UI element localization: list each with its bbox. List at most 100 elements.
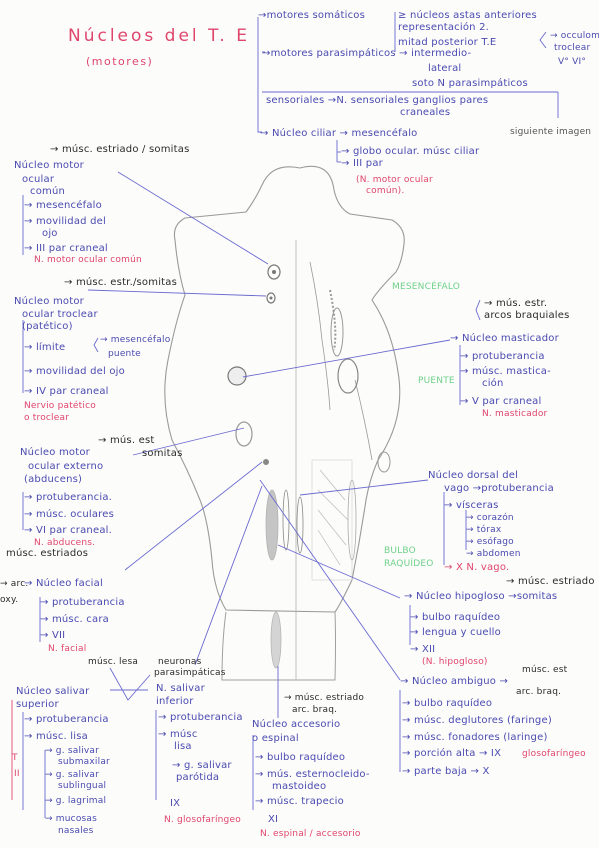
salsup-side-3: T — [12, 753, 18, 763]
tract-line — [309, 261, 331, 411]
n4-a: → límite — [24, 342, 66, 353]
n5-b1: → músc. mastica- — [460, 366, 551, 377]
overview-somatic-b: representación 2. — [398, 22, 490, 33]
ciliar-nerve-2: común). — [366, 186, 405, 196]
n12-header: → Núcleo hipogloso →somitas — [404, 591, 558, 602]
n12-a: → bulbo raquídeo — [410, 612, 501, 623]
salsup-a: → protuberancia — [24, 714, 109, 725]
facial-nucleus — [263, 459, 269, 465]
region-bulbo: BULBO — [384, 546, 416, 556]
dorsal-vagal-nucleus — [282, 489, 290, 551]
n6-h1: Núcleo motor — [20, 447, 90, 458]
vago-a1: → corazón — [466, 513, 514, 523]
espinal-b1: → mús. esternocleido- — [255, 769, 370, 780]
region-puente: PUENTE — [418, 376, 455, 386]
spinal-cord-outline — [221, 611, 336, 681]
ambiguo-header: → Núcleo ambiguo → — [400, 676, 509, 687]
salinf-top-1: neuronas — [158, 657, 202, 667]
page-title: Núcleos del T. E — [68, 26, 250, 46]
overview-somatic-f: V° VI° — [558, 57, 587, 67]
overview-somatic: →motores somáticos — [258, 10, 366, 21]
espinal-d: XI — [268, 814, 279, 825]
n12-c: → XII — [410, 644, 436, 655]
abducens-nucleus — [235, 421, 253, 447]
salsup-b1: → g. salivar — [45, 746, 99, 756]
overview-somatic-a: ≥ núcleos astas anteriores — [398, 10, 537, 21]
n6-top-2: somitas — [142, 448, 183, 459]
espinal-top-1: → músc. estriado — [284, 693, 365, 703]
masticator-nucleus — [227, 366, 247, 386]
salsup-side-2: oxy. — [0, 595, 19, 605]
vago-a: → vísceras — [444, 500, 499, 511]
salsup-lesa: músc. lesa — [88, 657, 139, 667]
salsup-b3: → g. lagrimal — [45, 796, 107, 806]
n6-h3: (abducens) — [24, 474, 83, 485]
salinf-c1: → g. salivar — [172, 760, 232, 771]
pons-nucleus — [337, 358, 359, 394]
n5-b2: ción — [482, 378, 504, 389]
n7-nerve: N. facial — [48, 644, 87, 654]
ambiguo-e: → parte baja → X — [402, 766, 490, 777]
n6-h2: ocular externo — [28, 461, 104, 472]
salsup-b4: → mucosas — [45, 814, 98, 824]
n7-c: → VII — [40, 630, 66, 641]
n5-nerve: N. masticador — [482, 409, 548, 419]
n6-c: → VI par craneal. — [24, 525, 113, 536]
n7-top: músc. estriados — [6, 548, 89, 559]
salsup-b2: → g. salivar — [45, 770, 99, 780]
vago-a4: → abdomen — [466, 549, 521, 559]
overview-parasymp-b: soto N parasimpáticos — [412, 78, 528, 89]
espinal-nerve: N. espinal / accesorio — [260, 829, 361, 839]
n7-a: → protuberancia — [40, 597, 125, 608]
n4-a1: → mesencéfalo — [100, 335, 171, 345]
n4-nerve-2: o troclear — [24, 413, 70, 423]
overview-next: siguiente imagen — [510, 127, 592, 137]
salinf-c2: parótida — [176, 772, 220, 783]
n6-top-1: → mús. est — [98, 435, 155, 446]
n3-top: → músc. estriado / somitas — [50, 144, 190, 155]
n6-b: → músc. oculares — [24, 509, 115, 520]
ambiguo-top-2: arc. braq. — [516, 687, 562, 697]
salinf-a: → protuberancia — [158, 712, 243, 723]
overview-somatic-c: mitad posterior T.E — [398, 37, 497, 48]
salsup-b2b: sublingual — [58, 781, 107, 791]
n7-b: → músc. cara — [40, 614, 109, 625]
n3-a: → mesencéfalo — [24, 200, 102, 211]
salinf-h1: N. salivar — [156, 683, 205, 694]
n6-a: → protuberancia. — [24, 492, 113, 503]
n4-h1: Núcleo motor — [14, 296, 84, 307]
espinal-h2: o espinal — [252, 733, 299, 744]
vago-h1: Núcleo dorsal del — [428, 470, 519, 481]
n5-top-1: → mús. estr. — [484, 298, 548, 309]
ciliar-header: → Núcleo ciliar → mesencéfalo — [260, 128, 418, 139]
salinf-b2: lisa — [174, 741, 192, 752]
region-mesencefalo: MESENCÉFALO — [392, 282, 461, 292]
n12-top: → músc. estriado — [506, 576, 595, 587]
ciliar-nerve-1: (N. motor ocular — [356, 175, 433, 185]
overview-parasymp-a: lateral — [428, 63, 462, 74]
salsup-h1: Núcleo salivar — [16, 686, 90, 697]
n12-b: → lengua y cuello — [410, 627, 501, 638]
accessory-nucleus — [270, 611, 282, 669]
n12-nerve: (N. hipogloso) — [422, 657, 488, 667]
salsup-b4b: nasales — [58, 826, 94, 836]
n5-top-2: arcos braquiales — [484, 310, 570, 321]
overview-sensory: sensoriales →N. sensoriales ganglios par… — [266, 95, 489, 106]
ambiguo-top-1: músc. est — [522, 665, 568, 675]
n4-a2: puente — [108, 349, 141, 359]
espinal-h1: Núcleo accesorio — [252, 719, 341, 730]
ciliar-b: → III par — [341, 158, 383, 169]
ambiguo-c: → músc. fonadores (laringe) — [402, 732, 548, 743]
espinal-c: → músc. trapecio — [255, 796, 344, 807]
vago-nerve: → X N. vago. — [444, 562, 510, 573]
ciliar-a: → globo ocular. músc ciliar — [341, 146, 480, 157]
n4-top: → músc. estr./somitas — [64, 277, 178, 288]
salinf-h2: inferior — [156, 696, 194, 707]
n3-h3: común — [30, 186, 66, 197]
salsup-side-1: → arc. — [0, 579, 29, 589]
n3-nerve: N. motor ocular común — [34, 255, 142, 265]
n3-b2: ojo — [42, 228, 58, 239]
ambiguo-a: → bulbo raquídeo — [402, 698, 493, 709]
